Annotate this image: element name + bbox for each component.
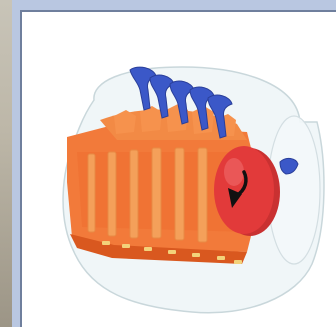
slot [108,152,116,236]
slot [198,148,207,242]
slot [152,148,161,238]
slot [88,154,95,232]
slot [175,148,184,240]
slot [130,150,138,238]
rotor-cylinder-illustration [22,12,336,327]
rotation-disc [214,146,280,236]
left-edge-strip [0,0,12,327]
